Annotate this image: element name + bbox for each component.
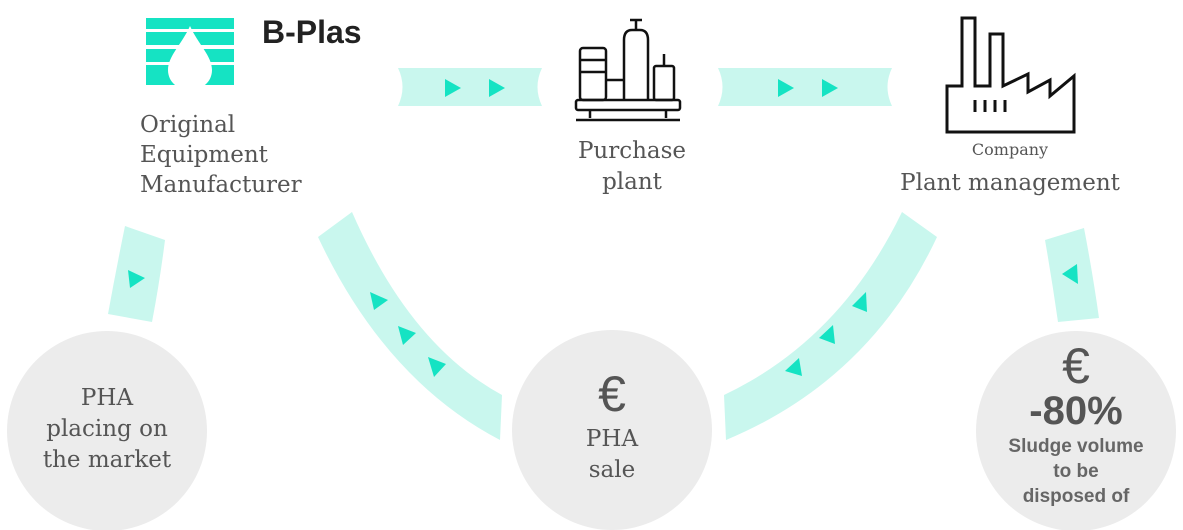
arrow-triangle	[370, 292, 388, 310]
sale-circle-text: PHA sale	[512, 424, 712, 486]
company-label: Company	[971, 140, 1049, 159]
market-circle-text: PHA placing on the market	[7, 383, 207, 476]
oem-line-3: Manufacturer	[140, 172, 302, 198]
arrow-triangle	[128, 270, 145, 288]
sludge-line-2: to be	[1053, 461, 1099, 482]
sludge-line-1: Sludge volume	[1008, 436, 1144, 457]
plant-management-label: Plant management	[900, 170, 1120, 196]
sale-line-1: PHA	[585, 426, 639, 452]
oem-line-1: Original	[140, 112, 236, 138]
circle-sludge-volume	[976, 331, 1176, 530]
arrow-triangle	[822, 79, 838, 97]
purchase-line-2: plant	[602, 169, 662, 195]
arrow-triangle	[819, 325, 835, 344]
euro-symbol: €	[1062, 338, 1090, 394]
arrow-triangle	[785, 358, 802, 376]
arrow-band-purchase-to-company	[718, 68, 892, 106]
arrow-triangle	[852, 292, 867, 312]
market-line-1: PHA	[80, 385, 134, 411]
arrow-triangle	[778, 79, 794, 97]
arrow-triangle	[489, 79, 505, 97]
purchase-plant-label: Purchase plant	[532, 136, 732, 198]
arrow-band-oem-to-market	[108, 226, 165, 322]
arrow-band-oem-to-purchase	[398, 68, 542, 106]
oem-label: Original Equipment Manufacturer	[140, 110, 302, 200]
sludge-line-3: disposed of	[1022, 486, 1130, 507]
oem-line-2: Equipment	[140, 142, 268, 168]
arrow-triangle	[398, 326, 416, 345]
arrow-triangle	[445, 79, 461, 97]
sale-line-2: sale	[588, 457, 636, 483]
arrow-band-company-to-sludge	[1045, 228, 1099, 322]
circle-pha-market	[7, 331, 207, 530]
sludge-percent: -80%	[1029, 389, 1123, 433]
b-plas-logo-icon	[146, 18, 234, 90]
refinery-plant-icon	[574, 18, 682, 122]
market-line-2: placing on	[46, 416, 168, 442]
factory-icon	[945, 16, 1076, 134]
sludge-circle-text: Sludge volume to be disposed of	[976, 434, 1176, 509]
arrow-band-oem-to-sale	[318, 212, 502, 440]
arrow-band-company-to-sale	[724, 212, 937, 440]
euro-symbol: €	[598, 366, 626, 422]
purchase-line-1: Purchase	[577, 138, 687, 164]
arrow-triangle	[428, 357, 446, 377]
market-line-3: the market	[42, 447, 172, 473]
circle-pha-sale	[512, 330, 712, 530]
brand-name: B-Plas	[262, 14, 362, 50]
arrow-triangle	[1062, 264, 1078, 284]
